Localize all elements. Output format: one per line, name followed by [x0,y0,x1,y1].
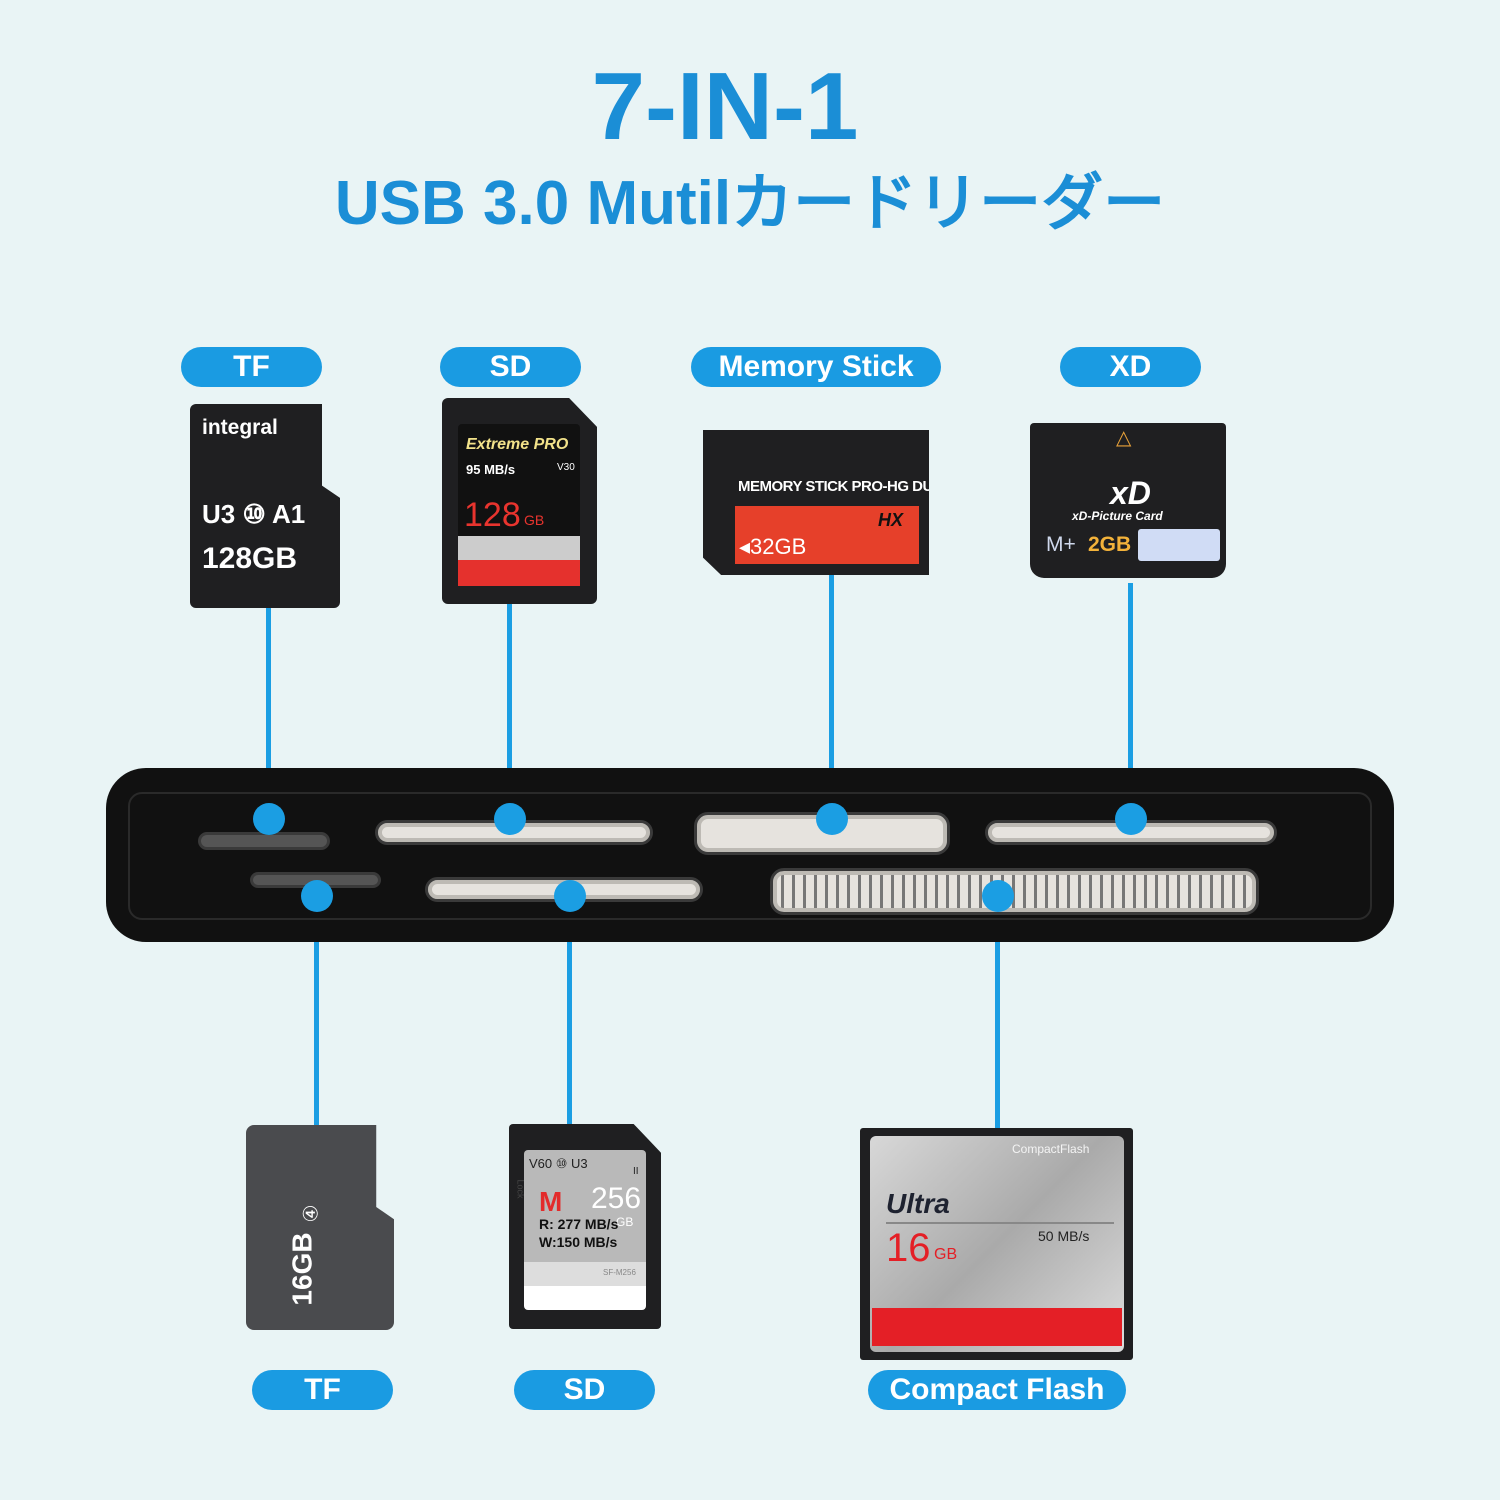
connector-dot [1115,803,1147,835]
card-write-speed: W:150 MB/s [539,1234,618,1250]
card-read-speed: R: 277 MB/s [539,1216,619,1232]
microsd-card-16gb: 16GB ④ [246,1125,394,1330]
card-capacity: 16GB [286,1232,318,1306]
card-type: M+ [1046,533,1076,556]
card-series: Ultra [886,1188,950,1219]
slot-tf-top [198,832,330,850]
card-unit: GB [616,1215,634,1229]
card-name: xD-Picture Card [1072,509,1163,523]
subtitle: USB 3.0 Mutilカードリーダー [334,169,1166,238]
card-capacity: 2GB [1088,533,1132,556]
label-xd: XD [1060,347,1201,387]
card-model: SF-M256 [603,1268,636,1277]
connector-line [995,895,1000,1130]
connector-dot [982,880,1014,912]
connector-line [507,604,512,818]
card-class: V30 [557,462,575,473]
xd-picture-card: △ xD xD-Picture Card M+ 2GB [1030,423,1226,578]
card-marks: U3 ⑩ A1 [202,499,306,529]
connector-dot [816,803,848,835]
connector-dot [554,880,586,912]
card-marks: V60 ⑩ U3 [529,1156,588,1171]
microsd-card-128gb: integral U3 ⑩ A1 128GB [190,404,340,608]
connector-line [1128,583,1133,818]
label-memory-stick: Memory Stick [691,347,941,387]
label-compact-flash: Compact Flash [868,1370,1126,1410]
card-lock: Lock [515,1179,526,1199]
card-series: Extreme PRO [466,436,569,453]
card-capacity: 16 [886,1226,931,1270]
card-logo: xD [1110,475,1151,511]
card-capacity: ◂32GB [739,534,807,559]
card-brand: M [539,1186,563,1217]
card-brand: integral [202,416,278,439]
card-capacity: 128GB [202,542,298,575]
label-sd-bottom: SD [514,1370,655,1410]
compact-flash-card: CompactFlash Ultra 16 GB 50 MB/s [860,1128,1133,1360]
card-unit: GB [524,512,545,528]
connector-dot [494,803,526,835]
label-tf-top: TF [181,347,322,387]
slot-compact-flash [770,868,1259,915]
sd-card-extreme-pro: Extreme PRO 95 MB/s V30 128 GB [442,398,597,604]
card-unit: GB [934,1246,958,1263]
card-capacity: 128 [464,496,521,534]
connector-dot [301,880,333,912]
card-reader-face [128,792,1372,920]
card-speed: 95 MB/s [466,462,516,477]
card-tag: HX [878,510,904,530]
sd-card-256gb: V60 ⑩ U3 II Lock M 256 GB R: 277 MB/s W:… [509,1124,661,1329]
connector-dot [253,803,285,835]
card-class: ④ [300,1204,323,1223]
connector-line [829,575,834,818]
label-sd-top: SD [440,347,581,387]
card-capacity: 256 [591,1182,642,1215]
card-brand: CompactFlash [1012,1142,1090,1156]
connector-line [314,895,319,1127]
card-name: MEMORY STICK PRO-HG DUO [738,478,929,495]
card-grade: II [633,1166,639,1177]
connector-line [266,608,271,818]
memory-stick-card: MEMORY STICK PRO-HG DUO HX ◂32GB [703,430,929,575]
label-tf-bottom: TF [252,1370,393,1410]
card-speed: 50 MB/s [1038,1228,1090,1244]
title: 7-IN-1 [591,53,859,160]
connector-line [567,895,572,1127]
